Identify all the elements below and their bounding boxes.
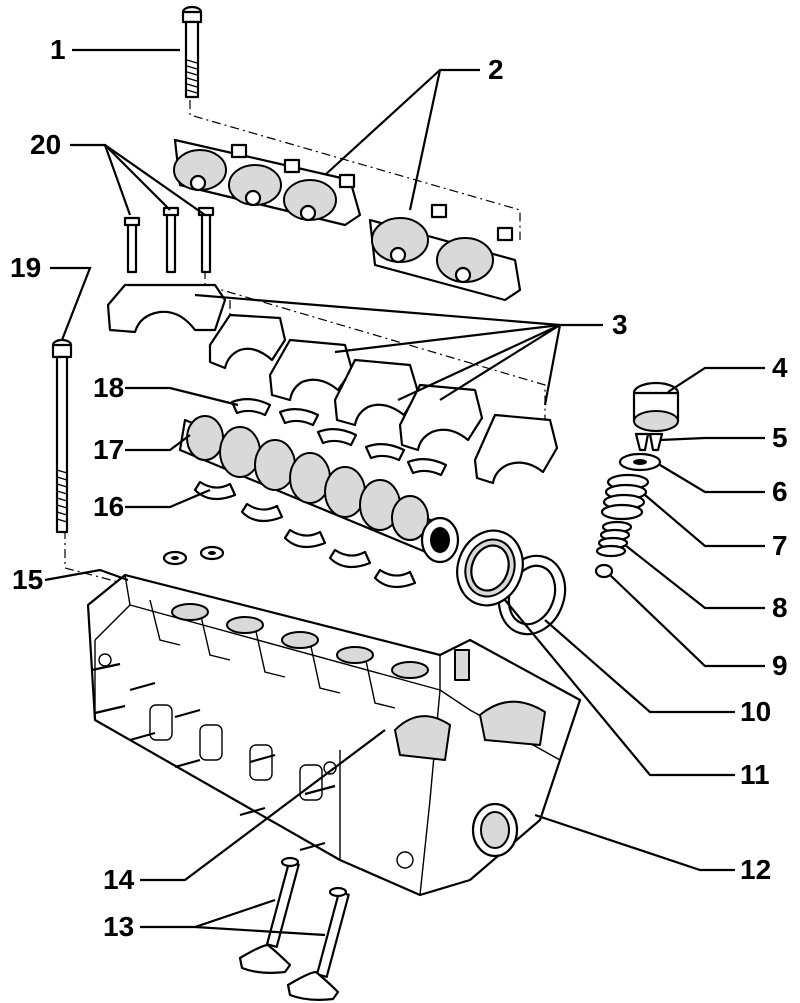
callout-7: 7 [772,530,788,561]
callout-17: 17 [93,434,125,465]
callout-16: 16 [93,491,125,522]
valve-stem-seal-9 [594,563,614,579]
bearing-caps-3 [106,283,559,485]
callout-20: 20 [30,129,62,160]
bolt-1 [181,5,203,99]
callout-3: 3 [612,309,628,340]
callout-12: 12 [740,854,772,885]
camshaft-17 [178,415,460,564]
callout-5: 5 [772,422,788,453]
inner-valve-spring-8 [595,520,633,558]
callout-6: 6 [772,476,788,507]
callout-13: 13 [103,911,135,942]
bearing-shells-16 [193,480,417,589]
bearing-shells-18 [230,398,448,477]
callout-4: 4 [772,352,788,383]
head-bolt-19 [51,338,73,534]
bolts-20 [123,206,215,274]
leader-lines [44,48,765,937]
callout-2: 2 [488,54,504,85]
hydraulic-tappet-4 [632,381,680,432]
callout-10: 10 [740,696,772,727]
callout-18: 18 [93,372,125,403]
washers-15 [162,545,225,566]
oil-seal-11 [456,529,524,607]
callout-8: 8 [772,592,788,623]
cylinder-head-12 [86,573,582,897]
rocker-arm-assembly-right [368,203,522,302]
outer-valve-spring-7 [600,473,650,521]
spring-retainer-6 [618,452,662,472]
callout-1: 1 [50,34,66,65]
callout-15: 15 [12,564,44,595]
studs [91,662,336,852]
valves-13 [238,856,350,1001]
callout-9: 9 [772,650,788,681]
callout-19: 19 [10,252,42,283]
callout-14: 14 [103,864,135,895]
callout-11: 11 [740,759,770,790]
valve-keepers-5 [634,432,664,452]
rocker-arm-assembly-left [173,138,362,227]
